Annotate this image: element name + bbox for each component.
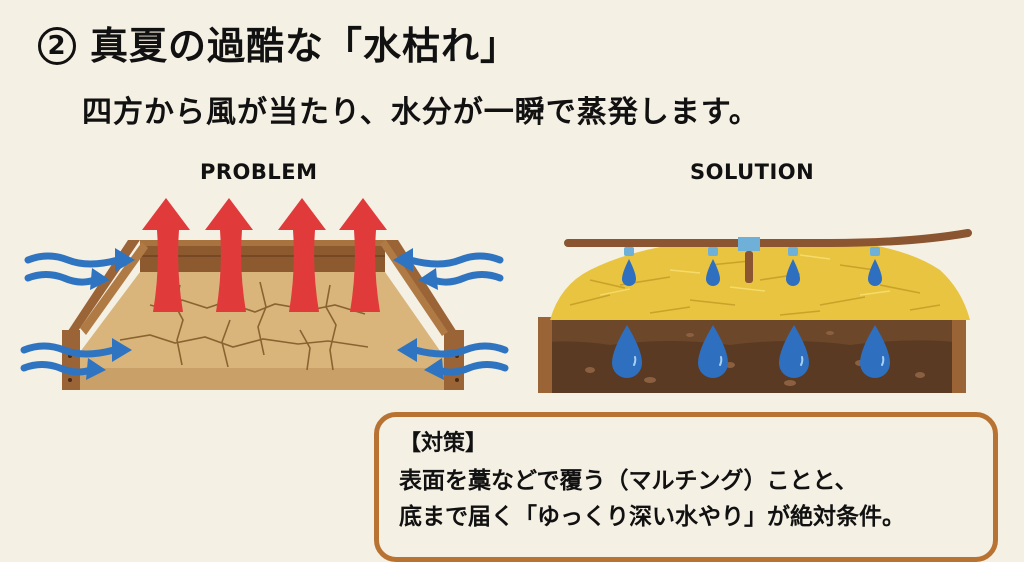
solution-illustration xyxy=(538,229,972,393)
problem-illustration xyxy=(20,198,509,390)
solution-label: SOLUTION xyxy=(690,160,815,184)
straw-mulch-icon xyxy=(550,243,970,320)
page-subtitle: 四方から風が当たり、水分が一瞬で蒸発します。 xyxy=(82,95,760,130)
callout-heading: 【対策】 xyxy=(399,431,488,456)
section-number-badge: 2 xyxy=(38,27,76,65)
callout-line-2: 底まで届く「ゆっくり深い水やり」が絶対条件。 xyxy=(399,504,905,530)
evaporation-arrow-icon xyxy=(142,198,387,312)
problem-label: PROBLEM xyxy=(200,160,318,184)
countermeasure-callout: 【対策】 表面を藁などで覆う（マルチング）ことと、 底まで届く「ゆっくり深い水や… xyxy=(374,412,998,562)
page-title-text: 真夏の過酷な「水枯れ」 xyxy=(90,24,520,68)
water-drop-icon xyxy=(622,259,882,286)
callout-line-1: 表面を藁などで覆う（マルチング）ことと、 xyxy=(399,468,858,494)
soil-bed-icon xyxy=(538,317,966,393)
page-title: 2 真夏の過酷な「水枯れ」 xyxy=(38,22,519,70)
drip-irrigation-pipe-icon xyxy=(564,229,972,283)
wind-arrow-icon xyxy=(20,252,509,376)
